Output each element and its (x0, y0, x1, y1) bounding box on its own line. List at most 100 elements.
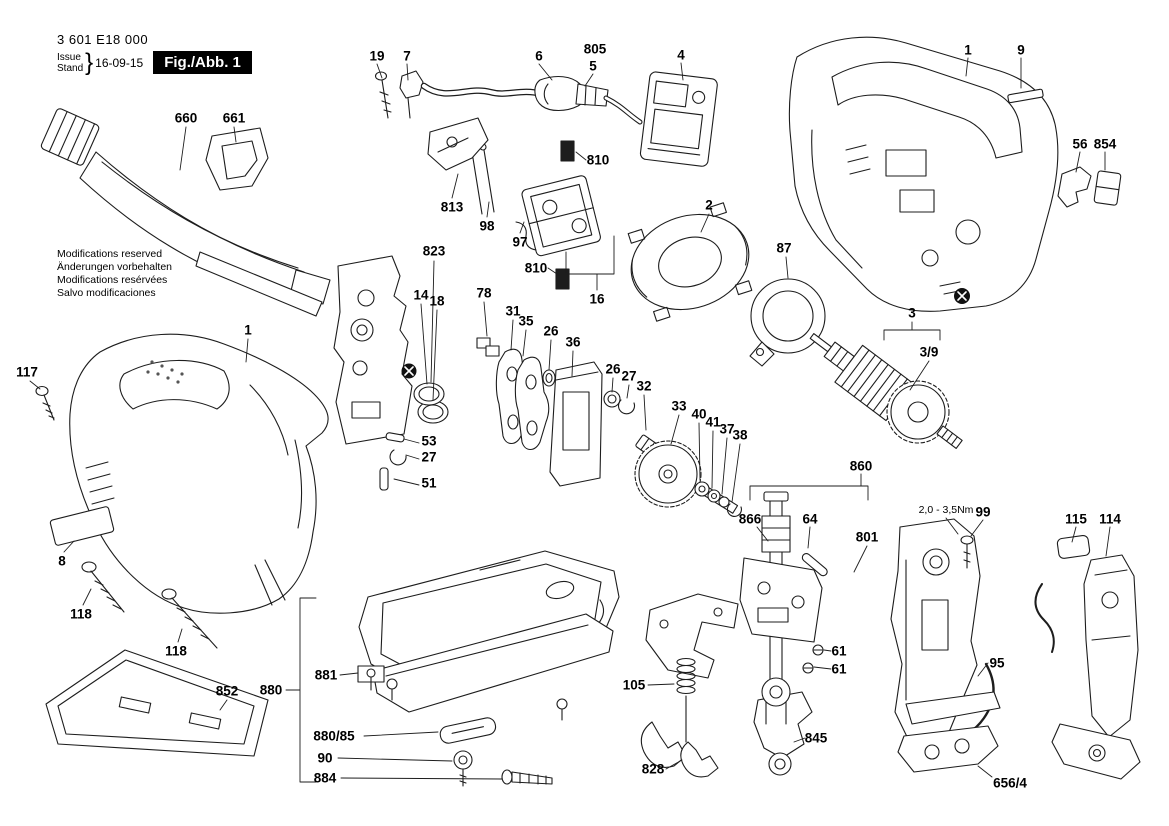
insert-plate-881-drawing (357, 613, 614, 721)
plate-35-drawing (514, 356, 550, 451)
gear-housing-823-drawing (333, 255, 413, 445)
switch-4-drawing (639, 71, 718, 167)
wire-97-drawing (515, 221, 537, 251)
part-label-105: 105 (622, 677, 646, 693)
part-label-32: 32 (636, 378, 652, 394)
ring-26a-drawing (542, 369, 556, 387)
part-label-880: 880 (259, 682, 283, 698)
screw-118a-drawing (81, 561, 125, 613)
part-label-852: 852 (215, 683, 239, 699)
cover-114-drawing (1034, 554, 1141, 780)
part-label-9: 9 (1017, 42, 1025, 58)
part-label-854: 854 (1093, 136, 1117, 152)
spring-105-drawing (676, 657, 696, 743)
strip-9-drawing (1007, 88, 1044, 104)
terminal-810a-drawing (560, 140, 575, 162)
part-78-drawing (476, 337, 500, 357)
part-label-18: 18 (429, 293, 445, 309)
clamp-56-drawing (1057, 166, 1092, 208)
part-label-40: 40 (691, 406, 707, 422)
lever-845-drawing (753, 691, 813, 776)
part-label-8: 8 (58, 553, 66, 569)
frame-801-drawing (739, 557, 823, 643)
motor-housing-1-drawing (788, 36, 1059, 312)
part-label-36: 36 (565, 334, 581, 350)
clip-27b-drawing (617, 399, 636, 415)
brush-plate-16-drawing (521, 175, 601, 257)
part-label-78: 78 (476, 285, 492, 301)
part-label-1: 1 (964, 42, 972, 58)
issue-label: Issue (57, 51, 81, 63)
figure-label: Fig./Abb. 1 (153, 51, 252, 74)
cap-115-drawing (1056, 534, 1091, 559)
part-label-2: 2 (705, 197, 713, 213)
screws-61-drawing (802, 644, 824, 674)
power-cord-6-drawing (420, 75, 643, 125)
screw-117-drawing (35, 385, 55, 421)
frame-36-drawing (549, 361, 603, 487)
part-label-7: 7 (403, 48, 411, 64)
part-label-813: 813 (440, 199, 464, 215)
armature-3-drawing (809, 333, 963, 449)
leader-lines (29, 57, 1111, 783)
issue-stand-row: Issue Stand } 16-09-15 Fig./Abb. 1 (57, 48, 252, 76)
orings-14-18-drawing (413, 382, 449, 424)
screw-19-drawing (374, 71, 392, 119)
part-label-99: 99 (975, 504, 991, 520)
gear-33-drawing (634, 440, 742, 517)
part-label-805: 805 (583, 41, 607, 57)
part-label-95: 95 (989, 655, 1005, 671)
bracket-661-drawing (205, 127, 269, 191)
note-line-fr: Modifications resérvées (57, 274, 168, 286)
part-label-860: 860 (849, 458, 873, 474)
part-label-27: 27 (621, 368, 637, 384)
part-label-661: 661 (222, 110, 246, 126)
part-label-880-85: 880/85 (313, 728, 355, 744)
part-label-114: 114 (1099, 511, 1121, 527)
part-label-823: 823 (422, 243, 446, 259)
part-label-4: 4 (677, 47, 685, 63)
block-854-drawing (1093, 170, 1122, 206)
part-label-16: 16 (589, 291, 605, 307)
part-label-97: 97 (512, 234, 528, 250)
part-label-656-4: 656/4 (993, 775, 1027, 791)
part-label-31: 31 (505, 303, 521, 319)
modifications-note: Modifications reserved Änderungen vorbeh… (57, 248, 172, 300)
clip-27-drawing (389, 449, 407, 466)
part-label-660: 660 (174, 110, 198, 126)
part-label-881: 881 (314, 667, 338, 683)
nozzle-660-drawing (40, 108, 331, 317)
stand-label: Stand (57, 62, 84, 74)
brace-glyph: } (85, 48, 94, 76)
part-label-19: 19 (369, 48, 385, 64)
part-label-98: 98 (479, 218, 495, 234)
part-label-810: 810 (586, 152, 610, 168)
screw-884-drawing (501, 769, 553, 785)
part-label-845: 845 (804, 730, 828, 746)
stator-2-drawing (627, 202, 753, 322)
label-plate-8-drawing (49, 506, 115, 546)
part-label-61: 61 (831, 643, 847, 659)
part-label-3-9: 3/9 (919, 344, 939, 360)
part-label-41: 41 (705, 414, 721, 430)
part-label-115: 115 (1065, 511, 1087, 527)
title-block: 3 601 E18 000 Issue Stand } 16-09-15 Fig… (57, 32, 252, 74)
part-label-33: 33 (671, 398, 687, 414)
part-label-866: 866 (738, 511, 762, 527)
part-label-64: 64 (802, 511, 818, 527)
part-label-38: 38 (732, 427, 748, 443)
issue-date: 16-09-15 (95, 55, 144, 70)
steel-base-852-drawing (45, 649, 269, 757)
part-label-27: 27 (421, 449, 437, 465)
part-label-801: 801 (855, 529, 879, 545)
slider-880-85-drawing (439, 717, 497, 744)
part-label-118: 118 (70, 606, 92, 622)
part-label-117: 117 (16, 364, 38, 380)
gear-cover-95-drawing (890, 518, 1001, 773)
part-label-56: 56 (1072, 136, 1088, 152)
terminal-810b-drawing (555, 268, 570, 290)
part-label-810: 810 (524, 260, 548, 276)
part-label-14: 14 (413, 287, 429, 303)
ring-26b-drawing (603, 390, 621, 408)
